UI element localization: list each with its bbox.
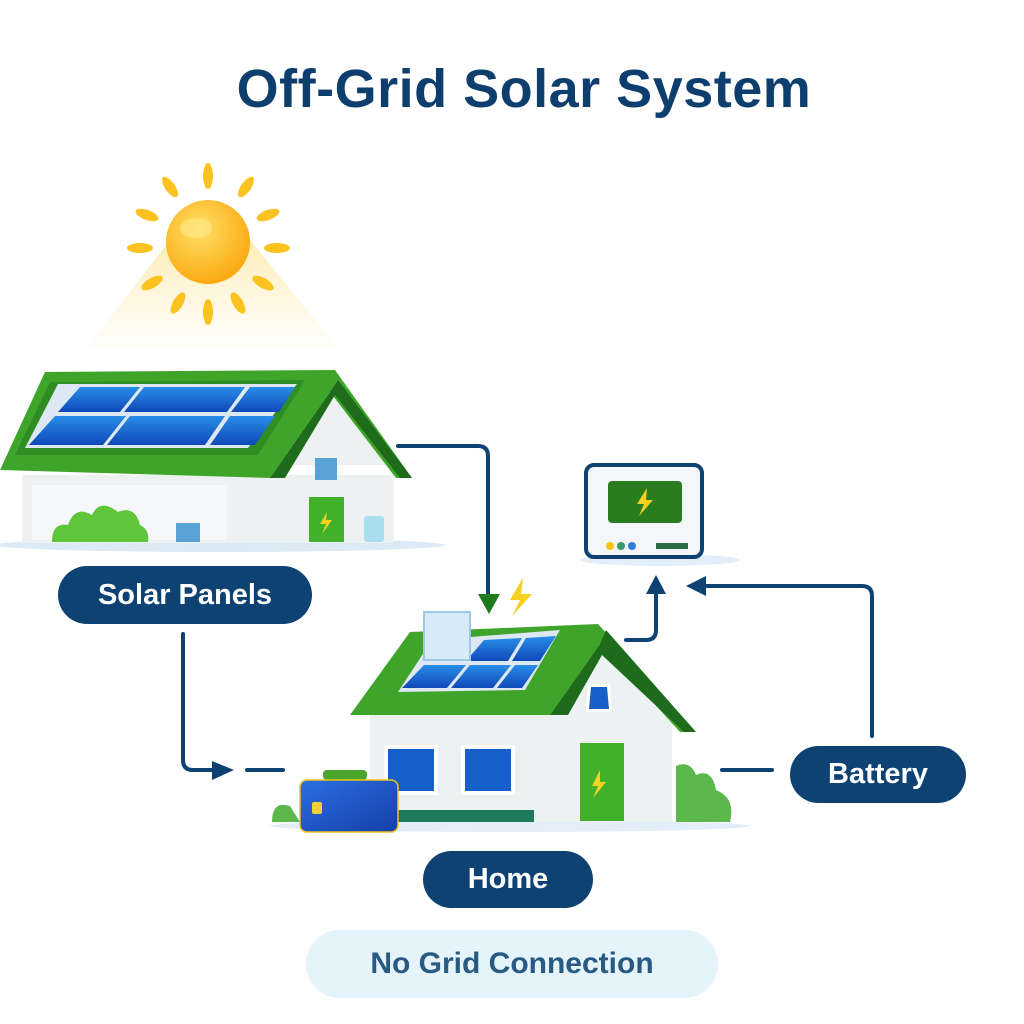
- arrow-up-icon: [646, 575, 666, 594]
- home-icon: [270, 611, 750, 832]
- sun-beam: [85, 240, 340, 350]
- lightning-bolt-icon: [510, 578, 532, 616]
- inverter-controller-icon: [580, 463, 740, 566]
- connector-solar-label-to-battery: [181, 632, 214, 772]
- home-label: Home: [423, 851, 593, 908]
- arrow-right-icon: [212, 761, 234, 780]
- solar-panels-label: Solar Panels: [58, 566, 312, 624]
- page-title: Off-Grid Solar System: [236, 59, 812, 119]
- battery-label: Battery: [790, 746, 966, 803]
- sun-icon: [85, 163, 340, 350]
- arrow-down-icon: [478, 594, 500, 614]
- connector-home-to-inverter: [624, 590, 658, 642]
- door: [309, 497, 344, 542]
- connector-solar-to-home: [396, 444, 490, 602]
- house-with-solar-panels-icon: [0, 370, 445, 552]
- battery-pack-icon: [299, 770, 399, 833]
- status-badge: No Grid Connection: [306, 930, 718, 998]
- flow-connectors: [181, 444, 874, 772]
- arrow-left-icon: [686, 576, 706, 596]
- connector-battery-to-inverter: [698, 584, 874, 738]
- charge-controller-box: [423, 611, 471, 661]
